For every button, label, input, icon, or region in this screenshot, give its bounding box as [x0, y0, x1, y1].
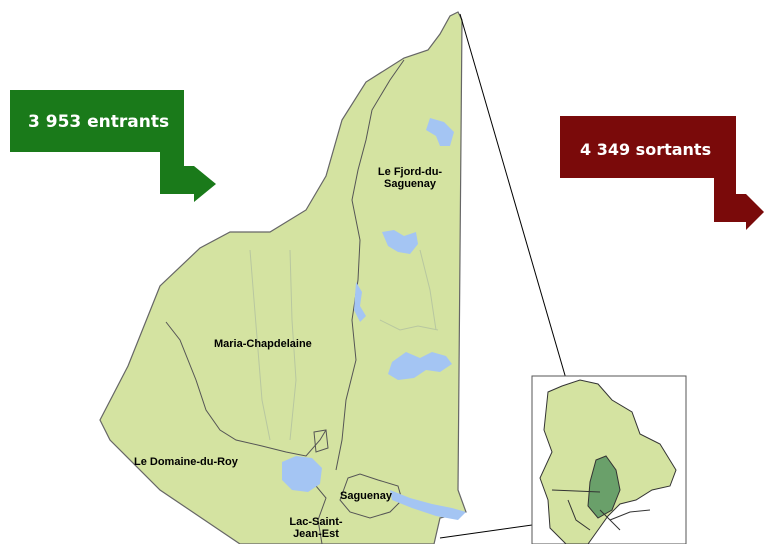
- lake: [426, 118, 454, 146]
- region-label-domaine: Le Domaine-du-Roy: [134, 456, 238, 468]
- division-line: [335, 59, 405, 471]
- inset-detail: [551, 489, 651, 531]
- entrants-arrow: [10, 90, 216, 202]
- division-line: [165, 321, 327, 457]
- sortants-label: 4 349 sortants: [580, 140, 712, 159]
- division-line: [313, 429, 329, 453]
- river: [379, 249, 439, 331]
- lake: [388, 352, 452, 380]
- saguenay-river: [390, 490, 466, 520]
- region-label-lac: Lac-Saint-Jean-Est: [289, 516, 343, 540]
- lake-st-jean: [282, 456, 322, 492]
- inset-map: [531, 375, 687, 544]
- inset-highlight: [587, 455, 621, 519]
- river: [249, 249, 297, 441]
- division-line: [339, 473, 403, 519]
- lake: [354, 282, 366, 322]
- region-label-maria: Maria-Chapdelaine: [214, 338, 312, 350]
- sortants-arrow: [560, 116, 764, 230]
- region-label-fjord: Le Fjord-du-Saguenay: [377, 166, 443, 190]
- region-label-saguenay: Saguenay: [340, 490, 392, 502]
- lake: [382, 230, 418, 254]
- entrants-label: 3 953 entrants: [28, 112, 170, 132]
